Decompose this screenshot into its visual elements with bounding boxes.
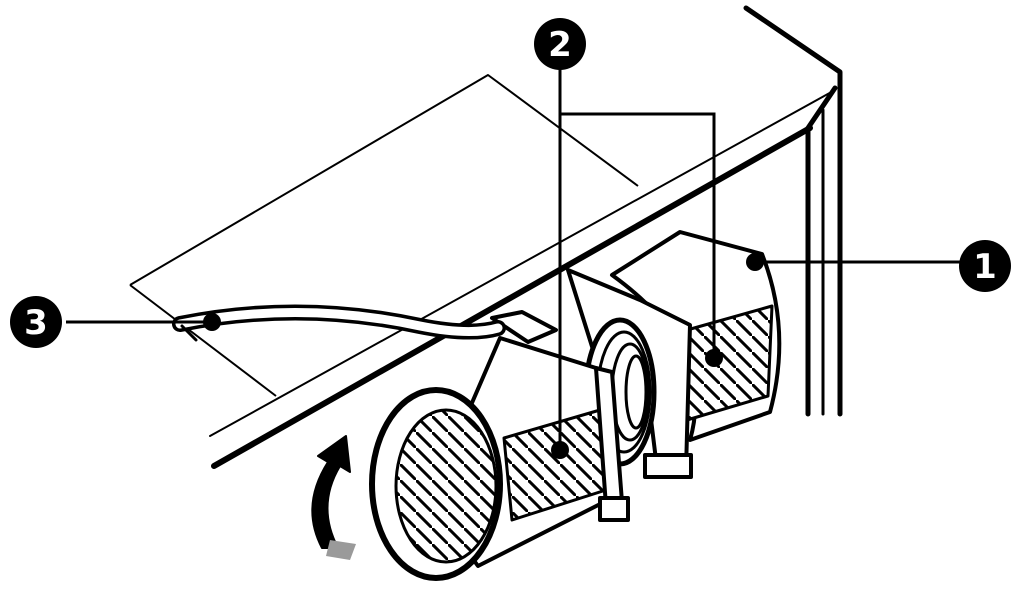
callout-3: 3 <box>10 296 62 348</box>
rotation-arrow-icon <box>311 435 356 560</box>
duct-plate <box>129 74 639 397</box>
svg-text:1: 1 <box>973 247 997 287</box>
svg-text:3: 3 <box>24 303 48 343</box>
leader-lines <box>66 60 962 450</box>
callout-1: 1 <box>959 240 1011 292</box>
front-blower <box>369 310 630 581</box>
callout-2: 2 <box>534 18 586 70</box>
leader-dots <box>203 253 764 459</box>
svg-text:2: 2 <box>548 25 572 65</box>
power-cord <box>172 304 506 342</box>
cabinet-structure <box>209 5 843 469</box>
